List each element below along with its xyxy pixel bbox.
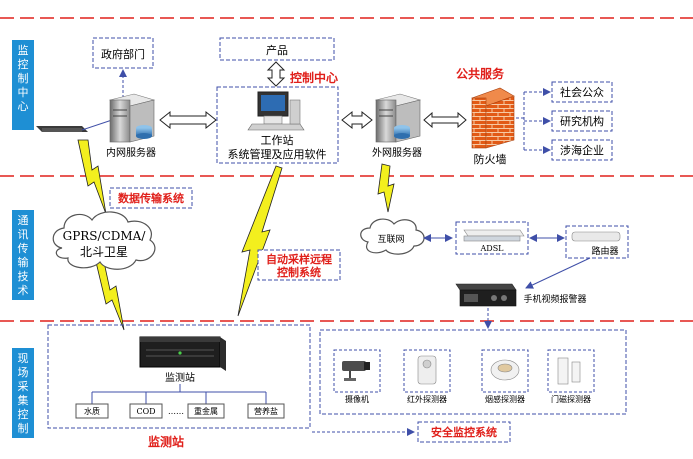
adsl-box (455, 221, 529, 255)
firewall-icon (471, 87, 515, 149)
sensor-label: 营养盐 (254, 406, 278, 416)
gprs-label-line1: GPRS/CDMA/ (63, 229, 147, 243)
outer-server-icon (374, 93, 422, 143)
phone-alarm-label: 手机视频报警器 (523, 293, 586, 305)
society-label: 社会公众 (560, 85, 604, 99)
section-tab-communication: 通讯传输技术 (12, 210, 34, 300)
double-arrow-outer-firewall (423, 111, 467, 129)
camera-device (333, 349, 381, 393)
outer-server-label: 外网服务器 (372, 146, 422, 159)
monitor-station-label: 监测站 (148, 434, 184, 449)
sensor-box (187, 403, 225, 419)
router-icon (571, 231, 621, 242)
sensor-label: 水质 (84, 406, 100, 416)
security-device-label: 门磁探测器 (551, 394, 591, 404)
workstation-box (216, 86, 339, 164)
data-transfer-label: 数据传输系统 (118, 191, 184, 205)
remote-control-label-line2: 控制系统 (277, 265, 321, 279)
sensor-box (129, 403, 163, 419)
door-magnetic-detector (547, 349, 595, 393)
lightning-bolts (77, 139, 395, 331)
workstation-icon (247, 91, 305, 131)
gprs-label-line2: 北斗卫星 (80, 245, 128, 259)
monitor-station-region (47, 324, 311, 429)
section-separators (0, 17, 693, 322)
security-system-label: 安全监控系统 (431, 425, 497, 439)
firewall-label: 防火墙 (474, 152, 507, 166)
section-label: 通讯传输技术 (18, 214, 29, 297)
security-system-box (417, 421, 511, 443)
section-tab-control-center: 监控制中心 (12, 40, 34, 130)
double-arrow-workstation-outer (341, 110, 373, 130)
sensor-label: 重金属 (194, 406, 218, 416)
router-label: 路由器 (591, 245, 618, 257)
sensor-box (247, 403, 285, 419)
adsl-label: ADSL (480, 244, 505, 253)
data-transfer-box (109, 187, 193, 209)
security-device-label: 摄像机 (345, 394, 369, 404)
firewall-fanout (516, 88, 551, 154)
double-arrow-inner-workstation (159, 110, 217, 130)
section-tab-field-collection: 现场采集控制 (12, 348, 34, 438)
phone-alarm-icon (455, 283, 517, 307)
public-service-label: 公共服务 (456, 66, 505, 81)
security-device-label: 红外探测器 (407, 394, 447, 404)
workstation-sub-label: 系统管理及应用软件 (228, 147, 327, 161)
product-box (219, 37, 335, 61)
research-label: 研究机构 (560, 114, 604, 128)
control-center-label: 控制中心 (290, 70, 338, 85)
router-alarm-link (525, 257, 591, 289)
sensor-box (75, 403, 109, 419)
enterprise-box (551, 139, 613, 161)
gov-label: 政府部门 (101, 47, 145, 61)
router-box (565, 225, 629, 259)
monitor-unit-icon (139, 336, 226, 371)
adsl-icon (463, 229, 525, 242)
section-label: 现场采集控制 (18, 352, 29, 435)
sensor-tree-lines (91, 384, 267, 404)
gov-box (92, 37, 154, 69)
product-label: 产品 (266, 43, 288, 57)
remote-control-label-line1: 自动采样远程 (266, 252, 332, 266)
enterprise-label: 涉海企业 (560, 143, 604, 157)
research-box (551, 110, 613, 132)
smoke-detector (481, 349, 529, 393)
antenna-device (36, 117, 119, 132)
internet-cloud (360, 218, 425, 255)
internet-label: 互联网 (377, 234, 404, 245)
section-label: 监控制中心 (18, 44, 29, 113)
infrared-detector (403, 349, 451, 393)
inner-server-icon (108, 93, 156, 143)
sensor-ellipsis: …… (168, 407, 184, 416)
sensor-label: COD (136, 407, 155, 416)
monitor-unit-label: 监测站 (165, 371, 195, 384)
security-device-label: 烟感探测器 (485, 394, 525, 404)
society-box (551, 81, 613, 103)
double-arrow-product-workstation (266, 61, 286, 87)
gprs-cloud (52, 211, 156, 270)
security-region (319, 329, 627, 415)
remote-control-box (257, 249, 341, 281)
inner-server-label: 内网服务器 (106, 146, 156, 159)
workstation-label: 工作站 (261, 133, 294, 147)
